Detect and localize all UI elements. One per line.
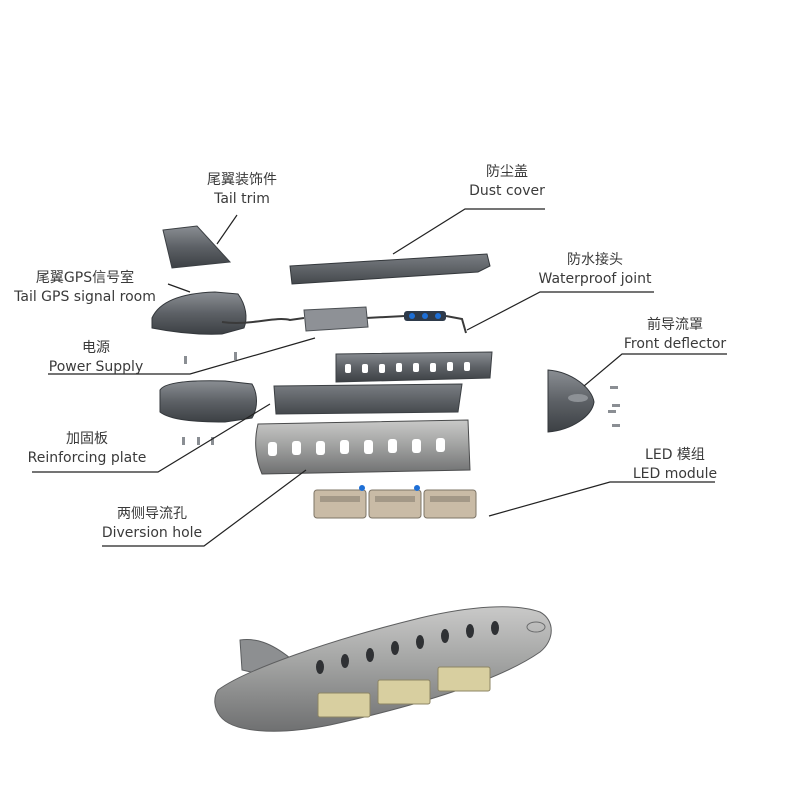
reinforcing-plate-part	[273, 383, 463, 415]
upper-rail-part	[335, 351, 493, 383]
led-modules-part	[313, 485, 477, 519]
label-power-supply: 电源 Power Supply	[44, 339, 148, 377]
label-tail-trim-en: Tail trim	[214, 191, 270, 207]
label-waterproof-joint: 防水接头 Waterproof joint	[530, 251, 660, 289]
label-tail-gps: 尾翼GPS信号室 Tail GPS signal room	[2, 269, 168, 307]
label-diversion-hole-cn: 两侧导流孔	[117, 506, 187, 522]
label-reinforcing-plate-cn: 加固板	[66, 431, 108, 447]
tail-gps-part	[151, 291, 247, 335]
label-diversion-hole: 两侧导流孔 Diversion hole	[94, 505, 210, 543]
label-waterproof-joint-en: Waterproof joint	[538, 271, 652, 287]
label-tail-trim: 尾翼装饰件 Tail trim	[192, 171, 292, 209]
label-front-deflector: 前导流罩 Front deflector	[618, 316, 732, 354]
dust-cover-part	[289, 253, 491, 285]
leader-waterproof-joint	[466, 291, 654, 331]
assembled-luminaire	[214, 606, 552, 732]
leader-diversion-hole	[102, 469, 307, 547]
label-tail-gps-en: Tail GPS signal room	[14, 289, 156, 305]
main-housing-part	[255, 419, 471, 475]
label-front-deflector-cn: 前导流罩	[647, 317, 703, 333]
label-dust-cover-en: Dust cover	[469, 183, 545, 199]
label-front-deflector-en: Front deflector	[623, 336, 727, 352]
screws-left	[182, 352, 237, 445]
rear-cap-part	[159, 380, 257, 423]
label-reinforcing-plate: 加固板 Reinforcing plate	[22, 430, 152, 468]
label-led-module-cn: LED 模组	[645, 447, 705, 463]
power-supply-part	[221, 306, 406, 332]
label-tail-gps-cn: 尾翼GPS信号室	[35, 270, 135, 286]
label-dust-cover: 防尘盖 Dust cover	[455, 163, 559, 201]
tail-trim-part	[162, 225, 232, 269]
label-reinforcing-plate-en: Reinforcing plate	[27, 450, 147, 466]
label-led-module: LED 模组 LED module	[620, 446, 730, 484]
leader-reinforcing-plate	[32, 403, 271, 473]
label-power-supply-en: Power Supply	[48, 359, 144, 375]
leader-tail-trim	[216, 214, 238, 245]
leader-dust-cover	[392, 208, 545, 255]
front-deflector-part	[547, 369, 595, 433]
waterproof-joint-part	[404, 311, 467, 334]
label-power-supply-cn: 电源	[82, 340, 110, 356]
leader-power-supply	[48, 337, 316, 375]
label-diversion-hole-en: Diversion hole	[101, 525, 203, 541]
leader-front-deflector	[583, 353, 727, 387]
label-tail-trim-cn: 尾翼装饰件	[207, 172, 277, 188]
leader-led-module	[488, 481, 715, 517]
label-led-module-en: LED module	[632, 466, 718, 482]
label-dust-cover-cn: 防尘盖	[486, 164, 528, 180]
leader-lines	[32, 208, 727, 547]
label-waterproof-joint-cn: 防水接头	[567, 252, 623, 268]
screws-right	[608, 386, 620, 427]
leader-tail-gps	[167, 283, 191, 293]
